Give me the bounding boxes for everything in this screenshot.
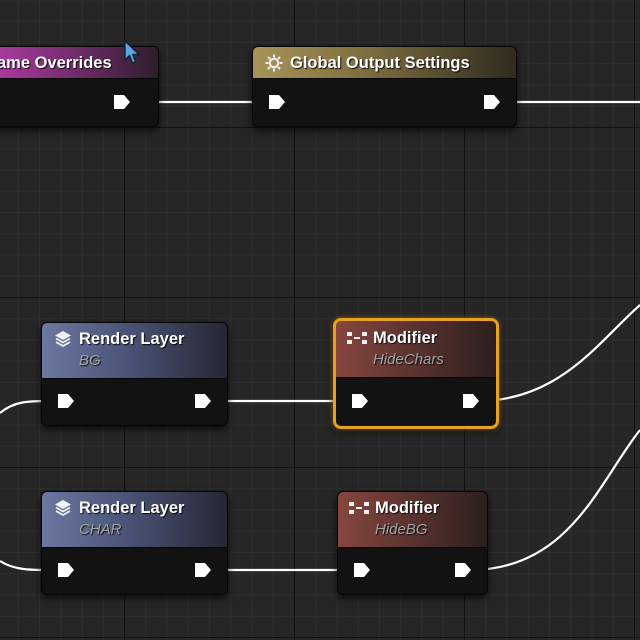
node-render-layer-bg[interactable]: Render Layer BG xyxy=(41,322,228,426)
node-modifier-hidebg[interactable]: Modifier HideBG xyxy=(337,491,488,595)
node-header: Global Output Settings xyxy=(253,47,516,79)
wire-hidebg-out xyxy=(469,429,640,572)
node-title: Render Layer xyxy=(79,498,185,517)
output-pin[interactable] xyxy=(194,562,212,578)
layers-icon xyxy=(52,329,74,349)
node-global-output-settings[interactable]: Global Output Settings xyxy=(252,46,517,127)
input-pin[interactable] xyxy=(353,562,371,578)
node-title: Modifier xyxy=(375,498,440,517)
input-pin[interactable] xyxy=(268,94,286,110)
gear-icon xyxy=(263,53,285,73)
node-title: Modifier xyxy=(373,328,438,347)
modifier-icon xyxy=(346,328,368,348)
input-pin[interactable] xyxy=(57,562,75,578)
node-modifier-hidechars[interactable]: Modifier HideChars xyxy=(333,318,499,429)
node-header: ame Overrides xyxy=(0,47,158,79)
node-title: Global Output Settings xyxy=(290,53,470,72)
node-header: Render Layer CHAR xyxy=(42,492,227,548)
layers-icon xyxy=(52,498,74,518)
node-header: Modifier HideBG xyxy=(338,492,487,548)
wire-hidechars-out xyxy=(477,304,640,403)
mouse-pointer-icon xyxy=(124,40,142,66)
input-pin[interactable] xyxy=(351,393,369,409)
output-pin[interactable] xyxy=(462,393,480,409)
node-subtitle: BG xyxy=(79,352,101,369)
output-pin[interactable] xyxy=(454,562,472,578)
node-title: Render Layer xyxy=(79,329,185,348)
modifier-icon xyxy=(348,498,370,518)
output-pin[interactable] xyxy=(113,94,131,110)
input-pin[interactable] xyxy=(57,393,75,409)
node-subtitle: HideBG xyxy=(375,521,428,538)
node-header: Render Layer BG xyxy=(42,323,227,379)
node-render-layer-char[interactable]: Render Layer CHAR xyxy=(41,491,228,595)
node-subtitle: HideChars xyxy=(373,351,444,368)
output-pin[interactable] xyxy=(194,393,212,409)
output-pin[interactable] xyxy=(483,94,501,110)
node-subtitle: CHAR xyxy=(79,521,122,538)
node-title: ame Overrides xyxy=(0,54,112,72)
node-header: Modifier HideChars xyxy=(336,321,496,378)
